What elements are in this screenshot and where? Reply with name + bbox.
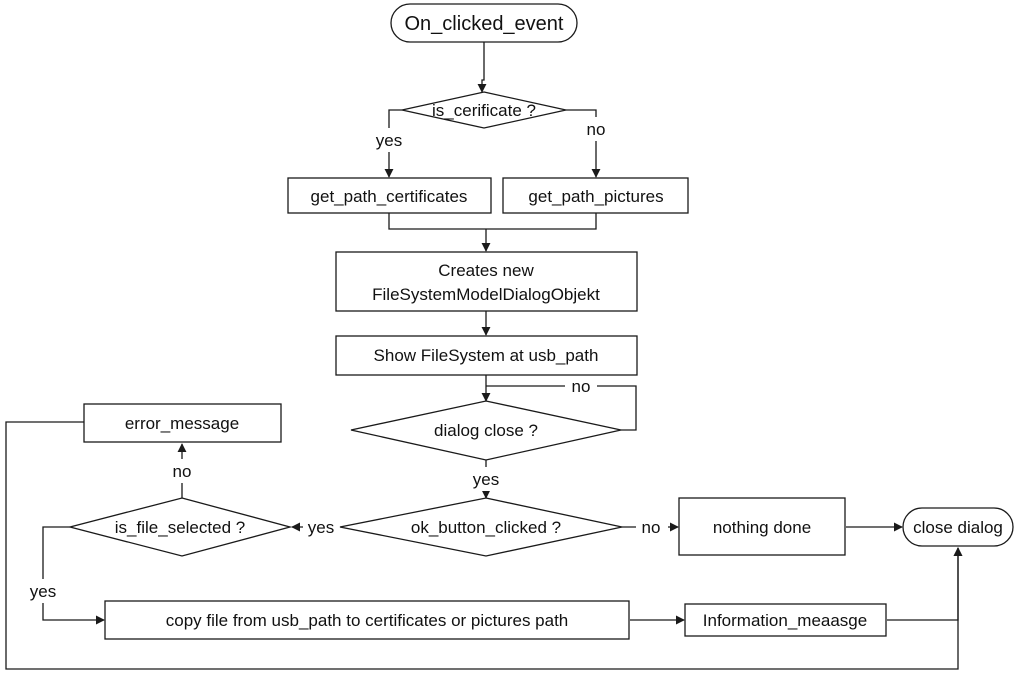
dialog-close-decision: dialog close ?: [350, 400, 622, 461]
get-path-pictures-node: get_path_pictures: [502, 177, 689, 214]
decision-shape: [67, 497, 293, 557]
ok-button-clicked-decision: ok_button_clicked ?: [339, 497, 623, 557]
edge-label-cert-no: no: [587, 120, 606, 139]
error-message-node: error_message: [83, 403, 282, 443]
dialog-close-label: dialog close ?: [434, 421, 538, 440]
edge-label-dialog-no: no: [572, 377, 591, 396]
edge-label-cert-yes: yes: [376, 131, 402, 150]
show-filesystem-label: Show FileSystem at usb_path: [374, 346, 599, 365]
ok-button-clicked-label: ok_button_clicked ?: [411, 518, 561, 537]
decision-shape: [401, 91, 567, 129]
is-certificate-label: is_cerificate ?: [432, 101, 536, 120]
nothing-done-label: nothing done: [713, 518, 811, 537]
decision-shape: [339, 497, 623, 557]
start-label: On_clicked_event: [405, 13, 564, 35]
is-file-selected-decision: is_file_selected ?: [67, 497, 293, 557]
process-shape: [335, 335, 638, 376]
information-message-label: Information_meaasge: [703, 611, 867, 630]
edge-label-bg: [636, 516, 668, 538]
process-shape: [684, 603, 887, 637]
close-dialog-label: close dialog: [913, 518, 1003, 537]
edge-certificate-yes: [384, 109, 402, 178]
process-shape: [287, 177, 492, 214]
creates-label-line2: FileSystemModelDialogObjekt: [372, 285, 600, 304]
edge-label-file-yes: yes: [30, 582, 56, 601]
edge-label-dialog-yes: yes: [473, 470, 499, 489]
edge-label-bg: [580, 117, 612, 141]
get-path-pictures-label: get_path_pictures: [528, 187, 663, 206]
edge-label-bg: [166, 459, 198, 483]
creates-dialog-node: Creates new FileSystemModelDialogObjekt: [335, 251, 638, 312]
edge-dialog-no-loop: [486, 385, 637, 431]
edge-start-to-certificate: [477, 42, 487, 93]
creates-label-line1: Creates new: [438, 261, 534, 280]
terminator-shape: [390, 3, 578, 43]
process-shape: [83, 403, 282, 443]
edge-label-bg: [371, 128, 407, 152]
nothing-done-node: nothing done: [678, 497, 846, 556]
edge-label-file-no: no: [173, 462, 192, 481]
process-shape: [678, 497, 846, 556]
is-certificate-decision: is_cerificate ?: [401, 91, 567, 129]
edge-label-bg: [565, 375, 597, 397]
show-filesystem-node: Show FileSystem at usb_path: [335, 335, 638, 376]
process-shape: [502, 177, 689, 214]
edge-label-bg: [25, 579, 61, 603]
terminator-shape: [902, 507, 1014, 547]
process-shape: [335, 251, 638, 312]
edge-certificate-no: [566, 109, 601, 178]
edge-label-bg: [303, 516, 339, 538]
get-path-certificates-label: get_path_certificates: [311, 187, 468, 206]
close-dialog-node: close dialog: [902, 507, 1014, 547]
error-message-label: error_message: [125, 414, 239, 433]
decision-shape: [350, 400, 622, 461]
edge-label-bg: [468, 467, 504, 491]
edge-error-to-close: [5, 421, 963, 670]
process-shape: [104, 600, 630, 640]
information-message-node: Information_meaasge: [684, 603, 887, 637]
get-path-certificates-node: get_path_certificates: [287, 177, 492, 214]
edge-label-ok-yes: yes: [308, 518, 334, 537]
copy-file-label: copy file from usb_path to certificates …: [166, 611, 569, 630]
is-file-selected-label: is_file_selected ?: [115, 518, 245, 537]
edge-labels: yes no no yes yes no no yes: [25, 117, 668, 603]
copy-file-node: copy file from usb_path to certificates …: [104, 600, 630, 640]
edge-file-yes: [42, 526, 105, 625]
start-node: On_clicked_event: [390, 3, 578, 43]
edge-label-ok-no: no: [642, 518, 661, 537]
edge-info-to-close: [887, 547, 963, 621]
edge-merge-paths: [388, 213, 597, 230]
